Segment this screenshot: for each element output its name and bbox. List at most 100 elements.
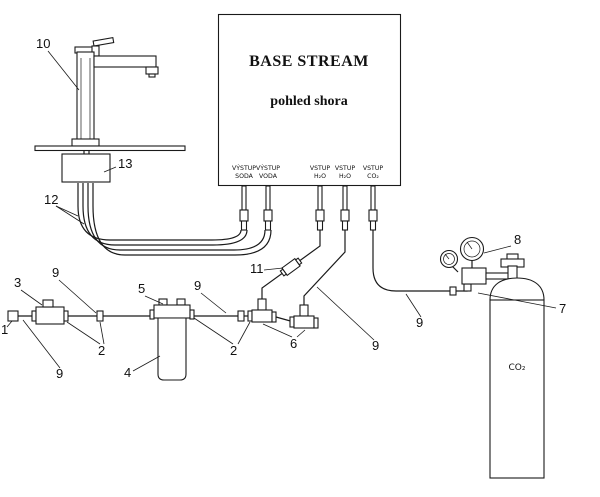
callout-9-leader xyxy=(58,279,97,314)
soda-tube-line xyxy=(82,183,248,246)
callout-7-leader xyxy=(477,292,557,309)
callout-9-e: 9 xyxy=(405,293,423,330)
port-fitting xyxy=(315,209,325,222)
under-counter-unit xyxy=(61,153,111,183)
faucet-spout xyxy=(93,55,157,68)
faucet-nozzle xyxy=(145,66,159,75)
inline-fitting-nut xyxy=(294,257,303,266)
port-label-line1: VÝSTUP xyxy=(232,163,256,172)
port-nut xyxy=(264,220,272,231)
callout-5-leader xyxy=(144,295,164,305)
port-label-line2: CO₂ xyxy=(367,173,379,180)
callout-5: 5 xyxy=(138,281,164,305)
port-stub xyxy=(342,185,348,211)
callout-12-text: 12 xyxy=(44,192,58,207)
voda-tube-line xyxy=(87,183,266,251)
tee-a-up-stub xyxy=(257,298,267,311)
pressure-gauge-large-dial xyxy=(463,240,481,258)
callout-11: 11 xyxy=(250,261,284,276)
port-stub xyxy=(241,185,247,211)
callout-7: 7 xyxy=(477,292,566,316)
callout-6-text: 6 xyxy=(290,336,297,351)
callout-2-leader xyxy=(193,317,234,345)
tee-a-body xyxy=(251,309,273,323)
connector-nut xyxy=(96,310,104,322)
port-label-line2: H₂O xyxy=(339,173,351,180)
port-nut xyxy=(369,220,377,231)
callout-11-text: 11 xyxy=(250,261,264,276)
soda-tube-line xyxy=(77,183,242,241)
callout-1: 1 xyxy=(1,320,13,337)
water-inlet xyxy=(7,310,19,322)
valve-top xyxy=(42,299,54,308)
callout-9-d: 9 xyxy=(316,286,379,353)
callout-4-text: 4 xyxy=(124,365,131,380)
regulator-outlet-fitting xyxy=(463,283,472,292)
callout-10-leader xyxy=(47,50,80,91)
port-fitting xyxy=(368,209,378,222)
h2o-riser-2 xyxy=(303,230,346,305)
tee-b-body xyxy=(293,315,315,329)
co2-tube xyxy=(372,230,460,292)
faucet-nozzle-tip xyxy=(148,73,156,78)
port-vystup-soda: VÝSTUP SODA xyxy=(232,163,256,231)
callout-4: 4 xyxy=(124,355,161,380)
port-nut xyxy=(316,220,324,231)
callout-11-leader xyxy=(263,267,284,271)
shutoff-valve xyxy=(31,299,69,325)
port-stub xyxy=(370,185,376,211)
filter-outlet-nut xyxy=(189,309,195,320)
callout-13: 13 xyxy=(103,156,132,173)
callout-2-right: 2 xyxy=(193,317,251,358)
callout-1-text: 1 xyxy=(1,322,8,337)
filter-head-tab xyxy=(158,298,168,306)
callout-9-text: 9 xyxy=(194,278,201,293)
tee-a-right-nut xyxy=(271,311,277,323)
callout-13-text: 13 xyxy=(118,156,132,171)
water-line xyxy=(7,298,319,381)
callout-1-leader xyxy=(6,320,13,328)
callout-7-text: 7 xyxy=(559,301,566,316)
co2-tube-nut xyxy=(449,286,457,296)
callout-9-text: 9 xyxy=(56,366,63,381)
callout-12: 12 xyxy=(44,192,85,225)
callout-4-leader xyxy=(132,355,161,372)
regulator-to-valve-link xyxy=(485,272,511,280)
faucet-assembly xyxy=(71,36,159,147)
port-vstup-h2o-2: VSTUP H₂O xyxy=(335,165,355,231)
valve-inlet-nut xyxy=(31,310,37,322)
port-label-line1: VÝSTUP xyxy=(256,163,280,172)
tee-a-left-nut xyxy=(247,310,253,322)
port-nut xyxy=(341,220,349,231)
tee-b-right-nut xyxy=(313,317,319,329)
voda-tube-line xyxy=(92,183,272,256)
tee-b-up-stub xyxy=(299,304,309,317)
unit-title: BASE STREAM xyxy=(249,53,369,70)
soda-voda-tubing-bundle xyxy=(77,183,272,256)
cylinder-dome xyxy=(489,277,545,301)
filter-bowl xyxy=(157,317,187,381)
port-label-line2: H₂O xyxy=(314,173,326,180)
callout-2-leader xyxy=(66,321,101,345)
callout-3-text: 3 xyxy=(14,275,21,290)
callout-5-text: 5 xyxy=(138,281,145,296)
callout-12-leader xyxy=(55,205,79,217)
callout-6-leader xyxy=(296,329,306,338)
filter-assembly xyxy=(149,298,195,381)
valve-body xyxy=(35,306,65,325)
tee-fitting-a xyxy=(247,298,277,323)
valve-outlet-nut xyxy=(63,310,69,322)
callout-2-left: 2 xyxy=(66,321,105,358)
callout-13-leader xyxy=(103,166,117,173)
filter-head-tab xyxy=(176,298,186,306)
counter-shelf xyxy=(34,145,186,152)
callout-10: 10 xyxy=(36,36,80,91)
callout-10-text: 10 xyxy=(36,36,50,51)
cylinder-label: CO₂ xyxy=(509,363,526,373)
callout-2-text: 2 xyxy=(230,343,237,358)
callout-2-leader xyxy=(99,321,105,345)
port-stub xyxy=(317,185,323,211)
callout-2-text: 2 xyxy=(98,343,105,358)
port-fitting xyxy=(263,209,273,222)
callout-12-leader xyxy=(55,205,85,225)
